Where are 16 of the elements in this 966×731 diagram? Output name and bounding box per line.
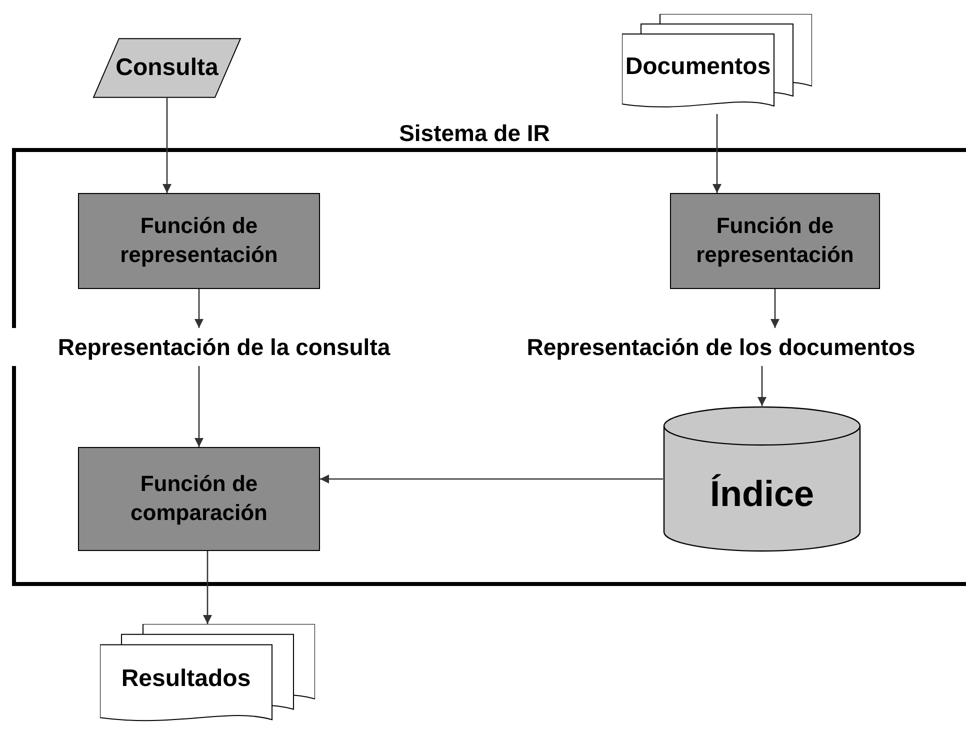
process-box: Función de comparación: [78, 447, 320, 551]
arrow: [758, 366, 766, 406]
document-label: Documentos: [625, 52, 771, 82]
arrow: [194, 366, 204, 447]
process-box: Función de representación: [78, 193, 320, 289]
process-box: Función de representación: [670, 193, 880, 289]
document-label: Resultados: [121, 664, 251, 694]
arrow: [162, 98, 172, 193]
system-title: Sistema de IR: [399, 119, 550, 148]
input-parallelogram: Consulta: [92, 38, 242, 98]
arrow: [712, 114, 722, 193]
arrow: [203, 551, 212, 624]
arrow: [320, 474, 663, 484]
arrow: [770, 289, 780, 328]
arrow: [194, 289, 204, 328]
index-cylinder: Índice: [663, 406, 861, 552]
